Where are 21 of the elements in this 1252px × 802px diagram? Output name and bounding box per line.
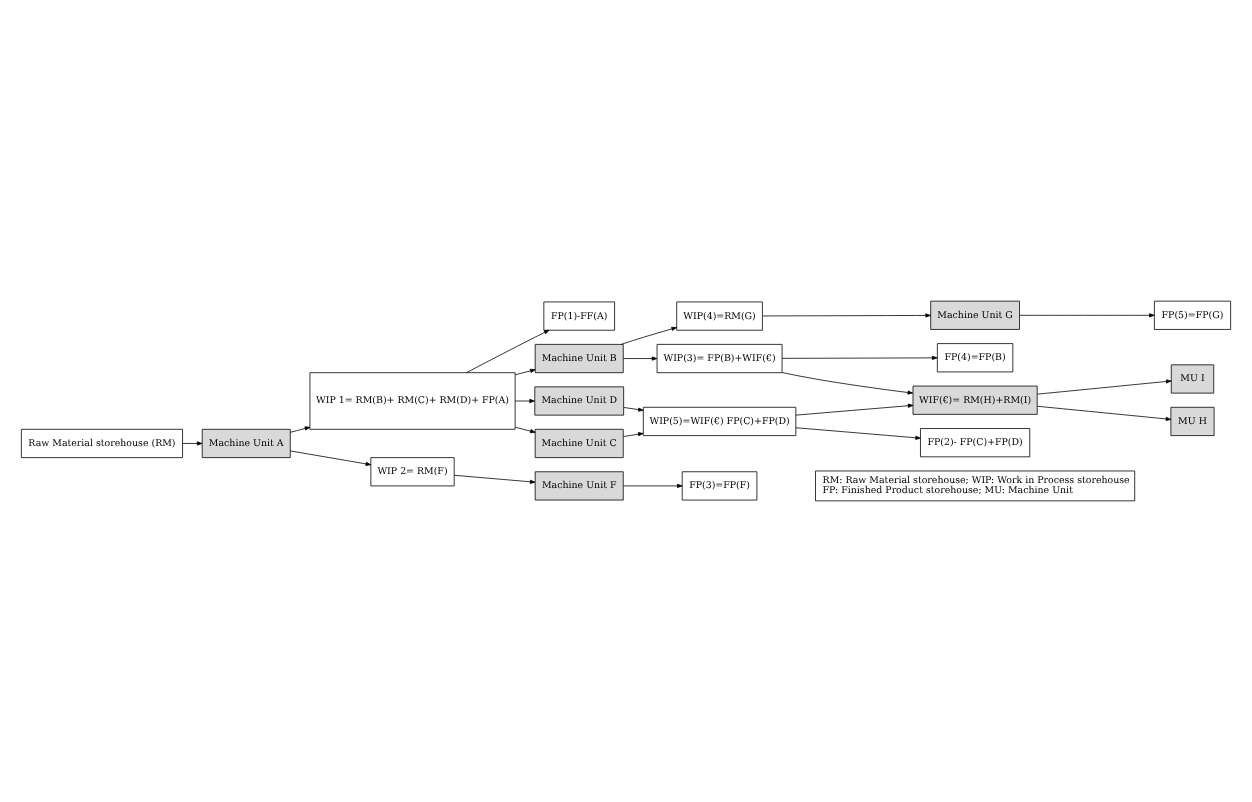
arrow [182,441,203,446]
arrow [514,426,536,434]
arrow [623,432,644,437]
arrow [795,403,914,416]
arrow [466,329,550,373]
arrow [453,474,536,484]
arrow [795,427,921,440]
arrow [621,326,677,345]
arrow [781,355,938,360]
arrow [762,313,931,318]
arrow [1037,379,1172,395]
arrow [781,372,914,395]
arrow [623,356,658,361]
arrow [1019,313,1155,318]
arrow [514,368,536,376]
arrow [1037,405,1172,421]
arrow [623,407,644,412]
arrow [289,426,311,433]
arrow [623,483,683,488]
arrow [514,398,535,404]
arrow [289,450,372,466]
